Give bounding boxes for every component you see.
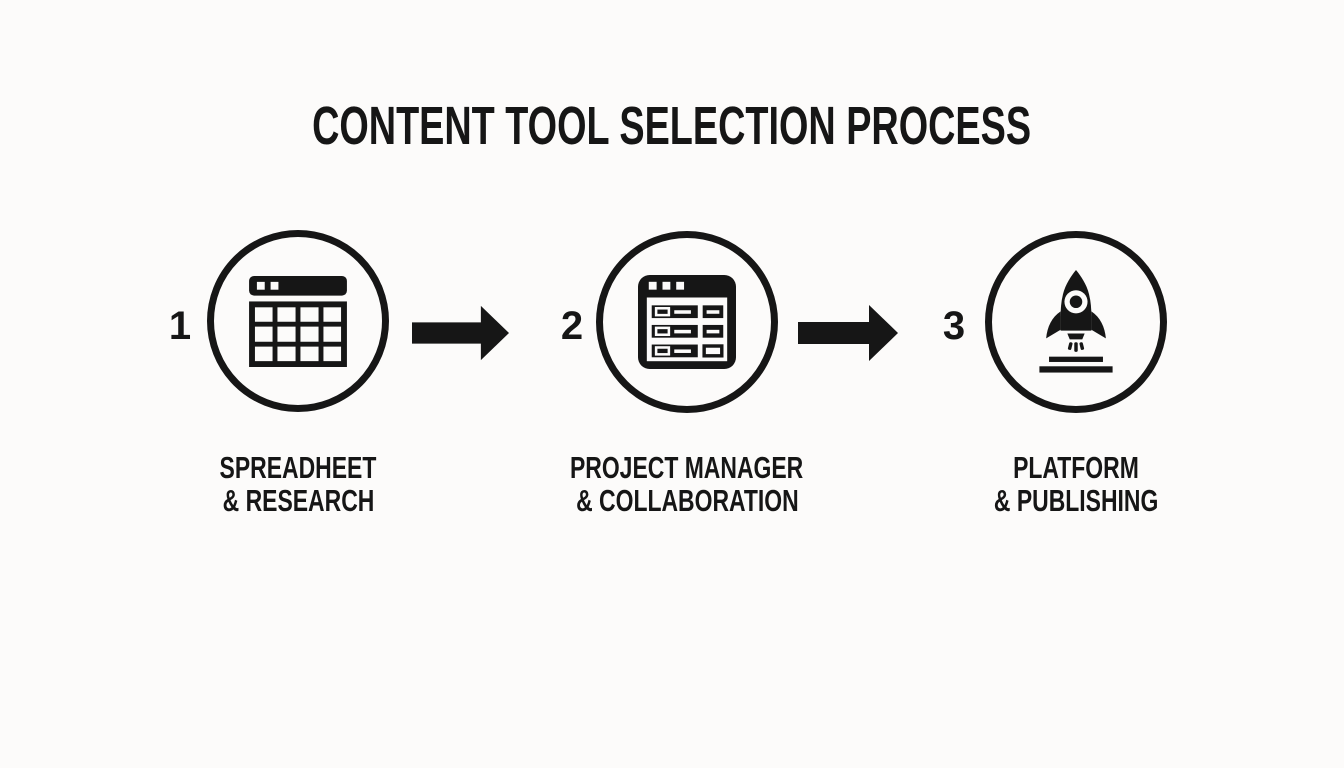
- step-3-circle: [985, 231, 1167, 413]
- step-3-label: PLATFORM & PUBLISHING: [906, 451, 1246, 517]
- step-3-label-line2: & PUBLISHING: [993, 483, 1159, 518]
- step-1-label-line2: & RESEARCH: [222, 483, 374, 518]
- step-3-number: 3: [942, 304, 966, 348]
- arrow-right-icon: [798, 304, 898, 362]
- step-3-label-line1: PLATFORM: [1013, 450, 1139, 485]
- arrow-right-icon: [412, 304, 509, 362]
- step-2-label: PROJECT MANAGER & COLLABORATION: [517, 451, 857, 517]
- step-1-number: 1: [168, 304, 192, 348]
- step-1-label-line1: SPREADHEET: [219, 450, 377, 485]
- step-2-label-line1: PROJECT MANAGER: [570, 450, 804, 485]
- rocket-icon: [1032, 270, 1120, 374]
- step-2-label-line2: & COLLABORATION: [575, 483, 799, 518]
- step-2-number: 2: [560, 304, 584, 348]
- project-board-icon: [636, 273, 738, 371]
- page-title-text: CONTENT TOOL SELECTION PROCESS: [312, 96, 1032, 156]
- page-title: CONTENT TOOL SELECTION PROCESS: [0, 99, 1344, 153]
- step-2-circle: [596, 231, 778, 413]
- step-1-label: SPREADHEET & RESEARCH: [128, 451, 468, 517]
- step-1-circle: [207, 230, 389, 412]
- spreadsheet-icon: [249, 275, 347, 367]
